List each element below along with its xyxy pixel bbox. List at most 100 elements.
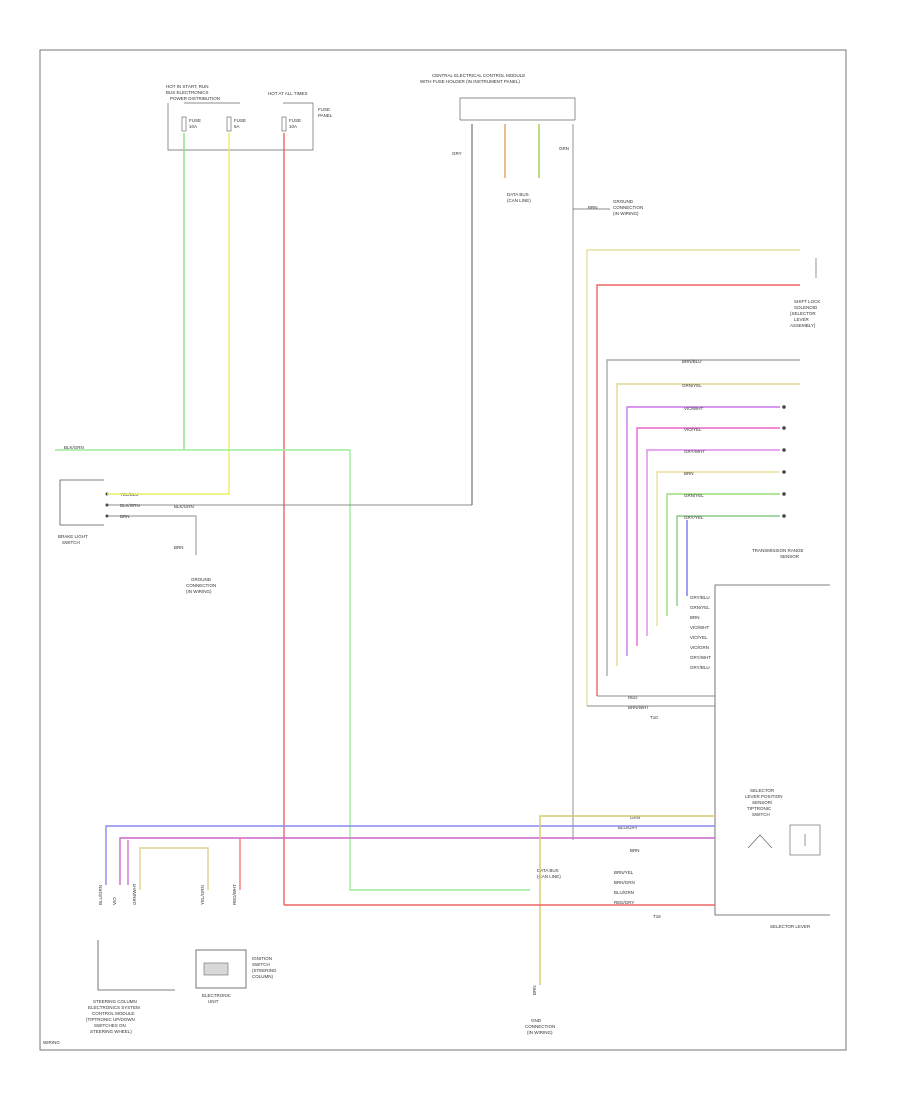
svg-text:WITH FUSE HOLDER (IN INSTRUMEN: WITH FUSE HOLDER (IN INSTRUMENT PANEL) (420, 79, 520, 84)
svg-text:YEL/GRN: YEL/GRN (200, 885, 205, 905)
wire-green-horizontal (55, 449, 530, 891)
hot-in-run-label-3: POWER DISTRIBUTION (170, 96, 220, 101)
svg-text:STEERING COLUMN: STEERING COLUMN (93, 999, 137, 1004)
svg-text:SWITCHES ON: SWITCHES ON (94, 1023, 126, 1028)
svg-text:STEERING WHEEL): STEERING WHEEL) (90, 1029, 132, 1034)
svg-text:GRY/WHT: GRY/WHT (690, 655, 711, 660)
svg-text:COLUMN): COLUMN) (252, 974, 274, 979)
steering-column-module: STEERING COLUMN ELECTRONICS SYSTEM CONTR… (86, 940, 175, 1034)
selector-upper-pins: GRY/BLU GRN/YEL BRN VIO/WHT VIO/YEL VIO/… (628, 595, 711, 720)
svg-text:RED/WHT: RED/WHT (232, 884, 237, 905)
svg-text:RED: RED (628, 695, 638, 700)
svg-text:BRAKE LIGHT: BRAKE LIGHT (58, 534, 88, 539)
svg-text:VIO: VIO (112, 897, 117, 905)
left-green-label: BLK/GRN (64, 445, 84, 450)
svg-text:SENSOR: SENSOR (780, 554, 800, 559)
svg-text:BRN: BRN (120, 514, 130, 519)
fuse-b: FUSE 5A (226, 116, 246, 132)
ground-left: GROUND CONNECTION (IN WIRING) (186, 577, 216, 594)
svg-text:GRY/BLU: GRY/BLU (690, 595, 710, 600)
svg-text:VIO/WHT: VIO/WHT (690, 625, 709, 630)
svg-text:ELECTRONICS SYSTEM: ELECTRONICS SYSTEM (88, 1005, 140, 1010)
svg-text:BRN: BRN (630, 848, 640, 853)
svg-text:FUSE: FUSE (234, 118, 246, 123)
svg-text:BRN: BRN (684, 471, 694, 476)
svg-text:GROUND: GROUND (191, 577, 212, 582)
can-bus-1: DATA BUS (537, 868, 559, 873)
svg-text:VIO/YEL: VIO/YEL (684, 427, 702, 432)
svg-text:FUSE: FUSE (289, 118, 301, 123)
svg-text:(TIPTRONIC UP/DOWN: (TIPTRONIC UP/DOWN (86, 1017, 135, 1022)
svg-text:SELECTOR LEVER: SELECTOR LEVER (770, 924, 811, 929)
svg-text:BRN: BRN (532, 985, 537, 995)
svg-text:SWITCH: SWITCH (252, 962, 270, 967)
data-link-1: DATA BUS (507, 192, 529, 197)
svg-text:GRY/YEL: GRY/YEL (684, 515, 704, 520)
svg-text:BRN: BRN (690, 615, 700, 620)
wire-col-yellow (539, 815, 715, 985)
svg-text:RED/GRY: RED/GRY (614, 900, 634, 905)
svg-text:GRN/YEL: GRN/YEL (690, 605, 710, 610)
diagram-frame (39, 49, 847, 1051)
svg-text:ELECTRONIC: ELECTRONIC (202, 993, 232, 998)
svg-text:VIO/YEL: VIO/YEL (690, 635, 708, 640)
wire-col-blue (105, 825, 715, 885)
ground-top-1: GROUND (613, 199, 634, 204)
ground-top-wire: BRN (588, 205, 598, 210)
svg-text:CONTROL MODULE: CONTROL MODULE (92, 1011, 134, 1016)
svg-text:SWITCH: SWITCH (752, 812, 770, 817)
svg-text:FUSE: FUSE (189, 118, 201, 123)
wire-shiftlock-yellow (586, 249, 800, 706)
top-grn-label: GRN (559, 146, 569, 151)
svg-text:GRN: GRN (630, 815, 640, 820)
electronic-unit: ELECTRONIC UNIT (195, 949, 247, 1004)
svg-text:BRN/BLU: BRN/BLU (682, 359, 702, 364)
wire-shiftlock-red (596, 284, 800, 696)
svg-text:SENSOR/: SENSOR/ (752, 800, 773, 805)
fuse-panel: HOT IN START, RUN BUS ELECTRONICS POWER … (166, 84, 333, 151)
svg-text:SWITCH: SWITCH (62, 540, 80, 545)
hot-in-run-label-1: HOT IN START, RUN (166, 84, 209, 89)
svg-text:GRN/YEL: GRN/YEL (684, 493, 704, 498)
page-code: WIRING (43, 1040, 60, 1045)
svg-text:BLU/GRN: BLU/GRN (98, 885, 103, 905)
svg-text:GRY/BLU: GRY/BLU (690, 665, 710, 670)
svg-text:SOLENOID: SOLENOID (794, 305, 818, 310)
central-electrical-module: CENTRAL ELECTRICAL CONTROL MODULE WITH F… (420, 73, 643, 216)
svg-text:SELECTOR: SELECTOR (750, 788, 775, 793)
data-link-2: (CAN LINE) (507, 198, 531, 203)
svg-text:10A: 10A (289, 124, 297, 129)
svg-text:VIO/WHT: VIO/WHT (684, 406, 703, 411)
svg-text:BLK/GRN: BLK/GRN (174, 504, 194, 509)
svg-text:BRN/GRN: BRN/GRN (614, 880, 635, 885)
svg-text:GND: GND (531, 1018, 542, 1023)
hot-at-all-times-label: HOT AT ALL TIMES (268, 91, 308, 96)
svg-text:LEVER POSITION: LEVER POSITION (745, 794, 783, 799)
svg-text:(IN WIRING): (IN WIRING) (186, 589, 212, 594)
selector-lower-pins: GRN BLU/GRY BRN BRN/YEL BRN/GRN BLU/GRN … (614, 815, 661, 919)
svg-text:CONNECTION: CONNECTION (525, 1024, 555, 1029)
ground-left-wire: BRN (174, 545, 184, 550)
trs-wires (606, 359, 800, 676)
svg-text:(SELECTOR: (SELECTOR (790, 311, 816, 316)
top-gry-label: GRY (452, 151, 462, 156)
svg-text:BLU/GRY: BLU/GRY (618, 825, 638, 830)
shift-lock-solenoid: SHIFT LOCK SOLENOID (SELECTOR LEVER ASSE… (790, 258, 820, 328)
svg-text:BLU/GRN: BLU/GRN (614, 890, 634, 895)
wire-col-yelgrn (139, 847, 209, 890)
svg-text:BRN/WHT: BRN/WHT (628, 705, 649, 710)
svg-text:T10: T10 (650, 715, 658, 720)
svg-text:TIPTRONIC: TIPTRONIC (747, 806, 772, 811)
svg-text:TRANSMISSION RANGE: TRANSMISSION RANGE (752, 548, 804, 553)
ground-bottom: BRN GND CONNECTION (IN WIRING) (525, 985, 555, 1035)
wire-col-violet (119, 837, 715, 885)
wire-brake-brn (107, 515, 197, 555)
trs-pins (782, 405, 786, 518)
svg-text:(IN WIRING): (IN WIRING) (527, 1030, 553, 1035)
svg-text:UNIT: UNIT (208, 999, 219, 1004)
svg-text:LEVER: LEVER (794, 317, 810, 322)
svg-text:5A: 5A (234, 124, 240, 129)
svg-text:GRN/YEL: GRN/YEL (682, 383, 702, 388)
ignition-switch: IGNITION SWITCH (STEERING COLUMN) (252, 956, 277, 979)
